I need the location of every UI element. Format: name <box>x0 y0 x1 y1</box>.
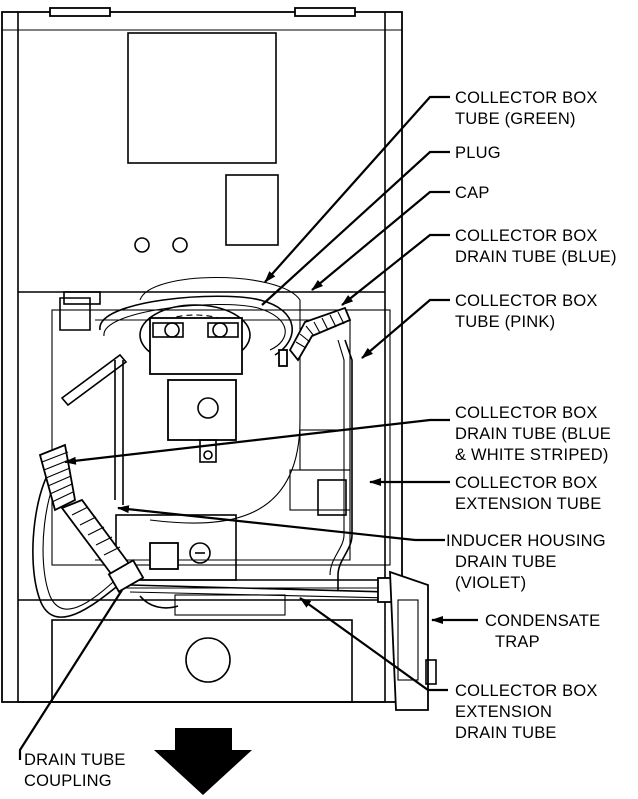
svg-text:COLLECTOR BOX: COLLECTOR BOX <box>455 404 598 422</box>
svg-text:COLLECTOR BOX: COLLECTOR BOX <box>455 89 598 107</box>
svg-text:EXTENSION: EXTENSION <box>455 703 552 721</box>
svg-text:INDUCER HOUSING: INDUCER HOUSING <box>446 532 606 550</box>
svg-text:TRAP: TRAP <box>495 633 540 651</box>
label-inducer-housing-drain-tube: INDUCER HOUSING DRAIN TUBE (VIOLET) <box>446 532 606 592</box>
label-drain-tube-coupling: DRAIN TUBE COUPLING <box>24 751 126 790</box>
svg-text:DRAIN TUBE: DRAIN TUBE <box>455 724 557 742</box>
svg-text:EXTENSION TUBE: EXTENSION TUBE <box>455 495 601 513</box>
condensate-trap <box>377 570 437 711</box>
label-cap: CAP <box>455 184 490 202</box>
svg-text:CONDENSATE: CONDENSATE <box>485 612 600 630</box>
svg-text:DRAIN TUBE (BLUE: DRAIN TUBE (BLUE <box>455 425 611 443</box>
svg-text:COLLECTOR BOX: COLLECTOR BOX <box>455 292 598 310</box>
svg-text:COUPLING: COUPLING <box>24 772 112 790</box>
svg-text:COLLECTOR BOX: COLLECTOR BOX <box>455 227 598 245</box>
leader-lines <box>18 95 478 760</box>
svg-text:CAP: CAP <box>455 184 490 202</box>
label-collector-box-tube-pink: COLLECTOR BOX TUBE (PINK) <box>455 292 598 331</box>
svg-text:PLUG: PLUG <box>455 144 501 162</box>
svg-text:DRAIN TUBE: DRAIN TUBE <box>24 751 126 769</box>
down-arrow-icon <box>154 728 252 795</box>
label-collector-box-tube-green: COLLECTOR BOX TUBE (GREEN) <box>455 89 598 128</box>
label-collector-box-extension-tube: COLLECTOR BOX EXTENSION TUBE <box>455 474 601 513</box>
svg-text:DRAIN TUBE (BLUE): DRAIN TUBE (BLUE) <box>455 248 617 266</box>
svg-text:COLLECTOR BOX: COLLECTOR BOX <box>455 474 598 492</box>
svg-text:(VIOLET): (VIOLET) <box>455 574 526 592</box>
inducer-assembly <box>51 277 391 616</box>
svg-text:& WHITE STRIPED): & WHITE STRIPED) <box>455 446 609 464</box>
svg-text:TUBE (GREEN): TUBE (GREEN) <box>455 110 576 128</box>
svg-text:TUBE (PINK): TUBE (PINK) <box>455 313 555 331</box>
label-plug: PLUG <box>455 144 501 162</box>
label-collector-box-drain-tube-blue: COLLECTOR BOX DRAIN TUBE (BLUE) <box>455 227 617 266</box>
label-collector-box-drain-tube-blue-white: COLLECTOR BOX DRAIN TUBE (BLUE & WHITE S… <box>455 404 611 464</box>
svg-text:DRAIN TUBE: DRAIN TUBE <box>455 553 557 571</box>
label-collector-box-extension-drain-tube: COLLECTOR BOX EXTENSION DRAIN TUBE <box>455 682 598 742</box>
label-condensate-trap: CONDENSATE TRAP <box>485 612 600 651</box>
svg-text:COLLECTOR BOX: COLLECTOR BOX <box>455 682 598 700</box>
